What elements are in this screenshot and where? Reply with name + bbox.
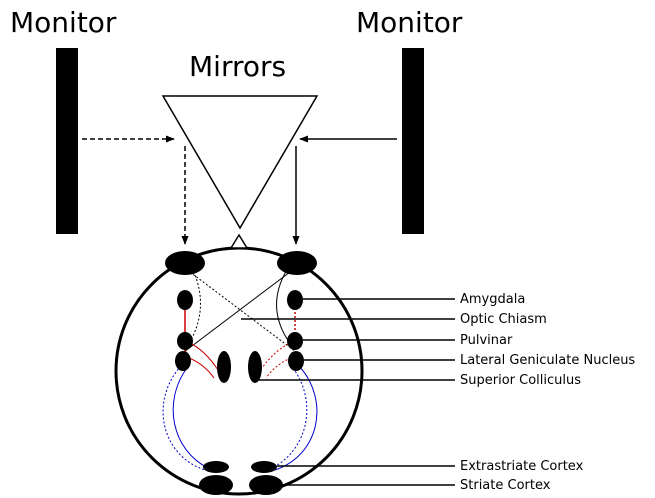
brain-outline <box>114 246 364 496</box>
label-amygdala: Amygdala <box>460 292 525 307</box>
optic-pathways <box>183 267 297 353</box>
left-superior-colliculus <box>217 351 231 383</box>
label-superior-colliculus: Superior Colliculus <box>460 373 581 388</box>
blue-pathways <box>162 365 318 471</box>
right-lgn <box>288 351 304 371</box>
nose-marker <box>229 233 249 249</box>
right-extrastriate-cortex <box>251 461 277 473</box>
left-pulvinar <box>177 332 193 350</box>
monitor-right <box>402 48 424 234</box>
right-amygdala <box>287 290 303 310</box>
left-eye <box>165 251 205 275</box>
label-pulvinar: Pulvinar <box>460 333 513 348</box>
right-superior-colliculus <box>248 351 262 383</box>
mirrors-label: Mirrors <box>189 50 286 83</box>
label-extrastriate-cortex: Extrastriate Cortex <box>460 459 584 474</box>
label-leader-lines <box>241 298 455 486</box>
left-amygdala <box>177 290 193 310</box>
monitor-left-label: Monitor <box>10 6 117 39</box>
left-extrastriate-cortex <box>203 461 229 473</box>
label-optic-chiasm: Optic Chiasm <box>460 312 547 327</box>
monitor-right-label: Monitor <box>356 6 463 39</box>
left-lgn <box>175 351 191 371</box>
right-eye <box>277 251 317 275</box>
right-pulvinar <box>287 332 303 350</box>
right-striate-cortex <box>249 475 283 495</box>
label-lateral-geniculate-nucleus: Lateral Geniculate Nucleus <box>460 353 635 368</box>
left-striate-cortex <box>199 475 233 495</box>
monitor-left <box>56 48 78 234</box>
label-striate-cortex: Striate Cortex <box>460 478 551 493</box>
mirrors-triangle <box>161 95 319 230</box>
